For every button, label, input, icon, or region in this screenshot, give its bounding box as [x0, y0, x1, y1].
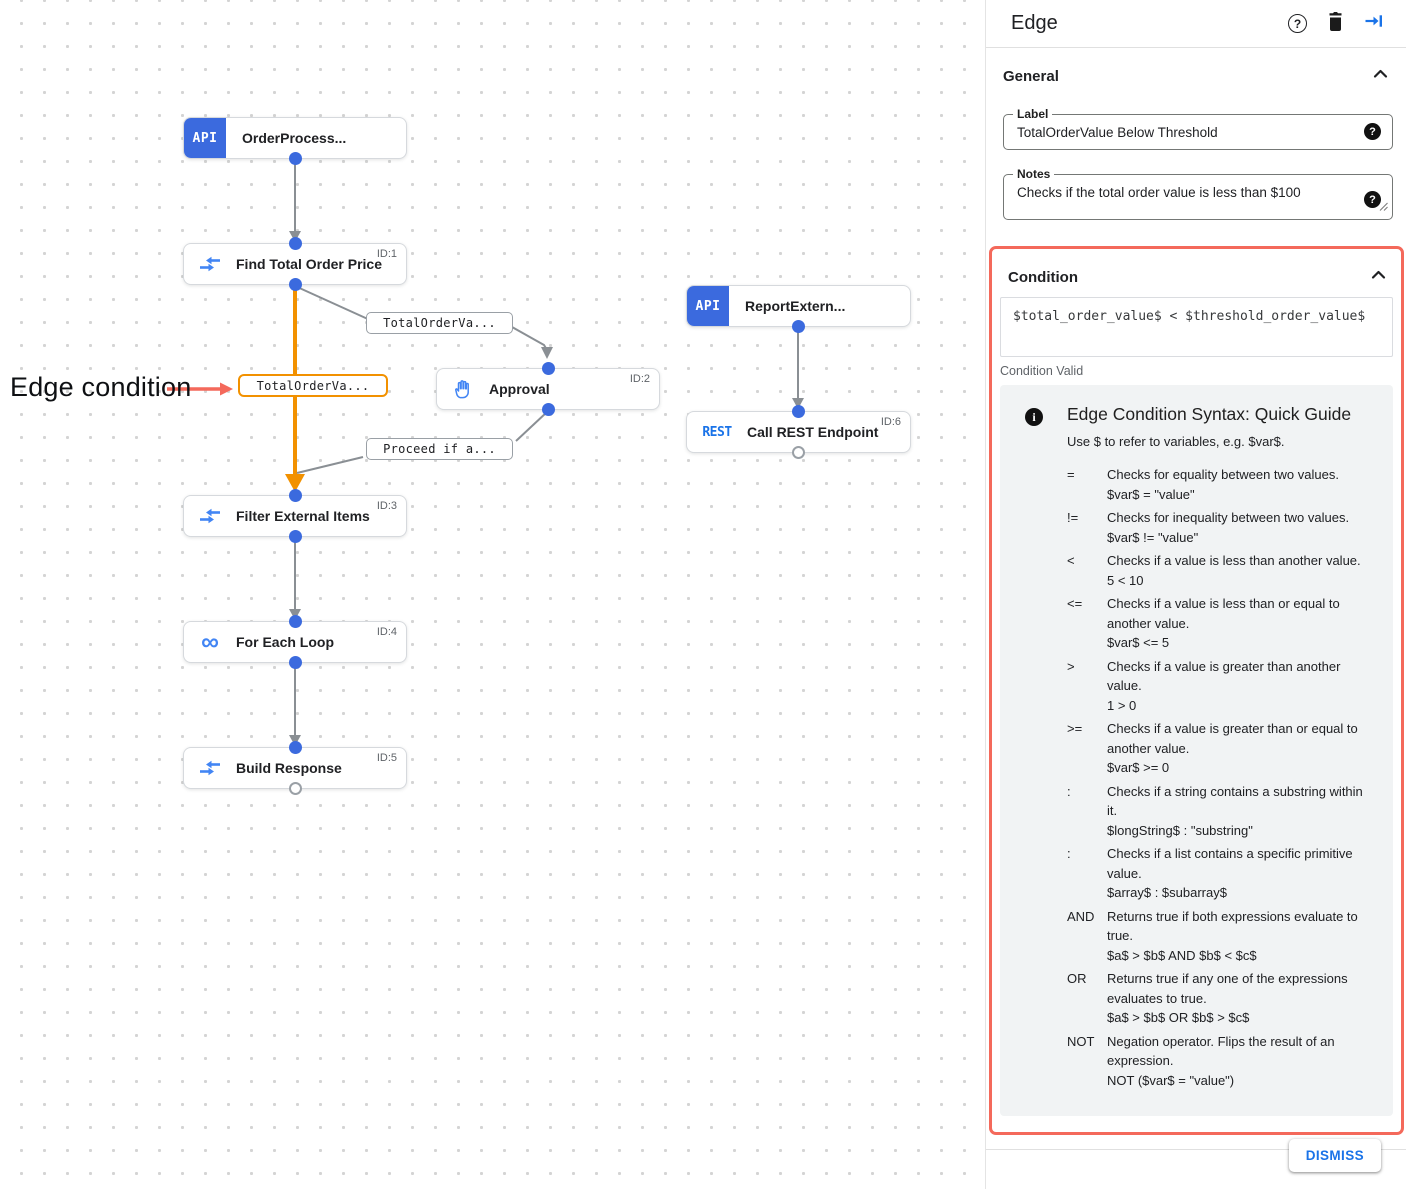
panel-header: Edge ? [986, 0, 1406, 48]
notes-help-badge-icon[interactable]: ? [1364, 191, 1381, 208]
node-report-extern[interactable]: API ReportExtern... [686, 285, 911, 333]
input-port[interactable] [541, 362, 555, 375]
selected-edge-arrowhead [285, 474, 305, 492]
guide-item-less-than: <Checks if a value is less than another … [1067, 553, 1361, 588]
loop-icon: ∞ [201, 628, 219, 656]
label-field-label: Label [1013, 107, 1053, 121]
node-title: Approval [489, 381, 550, 397]
guide-item-less-equal: <=Checks if a value is less than or equa… [1067, 596, 1340, 650]
general-section: General Label TotalOrderValue Below Thre… [986, 62, 1406, 220]
edge-config-panel: Edge ? General Label TotalOrderValue Bel… [985, 0, 1406, 1189]
node-title: Find Total Order Price [236, 256, 382, 272]
node-id: ID:2 [629, 373, 650, 385]
guide-item-contains-value: :Checks if a list contains a specific pr… [1067, 846, 1353, 900]
annotation-edge-condition: Edge condition [10, 372, 192, 402]
node-id: ID:1 [376, 248, 397, 260]
node-title: For Each Loop [236, 634, 334, 650]
node-filter-external-items[interactable]: Filter External Items ID:3 [183, 489, 407, 543]
guide-item-not-equals: !=Checks for inequality between two valu… [1067, 510, 1350, 545]
edge-label-selected[interactable]: TotalOrderVa... [238, 374, 388, 397]
api-trigger-icon: API [184, 118, 226, 158]
output-port[interactable] [288, 530, 302, 543]
data-mapping-icon [184, 256, 236, 272]
label-help-badge-icon[interactable]: ? [1364, 123, 1381, 140]
node-find-total-order-price[interactable]: Find Total Order Price ID:1 [183, 237, 407, 291]
guide-title: Edge Condition Syntax: Quick Guide [1067, 404, 1352, 424]
edge-label-from-approval[interactable]: Proceed if a... [366, 438, 513, 460]
guide-item-greater-than: >Checks if a value is greater than anoth… [1067, 658, 1341, 713]
node-call-rest-endpoint[interactable]: REST Call REST Endpoint ID:6 [686, 405, 911, 459]
data-mapping-icon [184, 760, 236, 776]
resize-handle-icon[interactable] [1379, 198, 1388, 216]
delete-icon[interactable] [1326, 11, 1345, 37]
approval-hand-icon [437, 379, 489, 399]
condition-heading: Condition [1008, 268, 1078, 286]
notes-field[interactable]: Notes Checks if the total order value is… [1003, 167, 1393, 220]
general-heading: General [1003, 67, 1059, 85]
guide-item-contains-substring: :Checks if a string contains a substring… [1067, 783, 1363, 838]
node-title: Call REST Endpoint [747, 424, 879, 440]
label-field[interactable]: Label TotalOrderValue Below Threshold ? [1003, 107, 1393, 150]
guide-item-equals: =Checks for equality between two values.… [1067, 467, 1339, 502]
workflow-canvas[interactable]: Edge condition API OrderProcess... Find … [0, 0, 985, 1189]
guide-operator-list: =Checks for equality between two values.… [1067, 465, 1375, 1090]
annotation-arrow-head [220, 382, 233, 396]
api-trigger-icon: API [687, 286, 729, 326]
condition-highlight-box: Condition $total_order_value$ < $thresho… [989, 246, 1404, 1135]
input-port[interactable] [288, 615, 302, 628]
node-title: OrderProcess... [242, 130, 347, 146]
output-port[interactable] [288, 656, 302, 669]
node-build-response[interactable]: Build Response ID:5 [183, 741, 407, 795]
dismiss-button[interactable]: DISMISS [1288, 1139, 1381, 1172]
output-port[interactable] [792, 446, 805, 459]
label-field-value[interactable]: TotalOrderValue Below Threshold [1017, 125, 1218, 140]
input-port[interactable] [288, 237, 302, 250]
syntax-guide-box: i Edge Condition Syntax: Quick Guide Use… [1000, 385, 1393, 1116]
edge-label-to-approval[interactable]: TotalOrderVa... [366, 312, 513, 334]
notes-field-value[interactable]: Checks if the total order value is less … [1017, 185, 1301, 200]
chevron-up-icon[interactable] [1370, 268, 1387, 286]
node-for-each-loop[interactable]: ∞ For Each Loop ID:4 [183, 615, 407, 669]
panel-title: Edge [1011, 12, 1058, 34]
node-title: Filter External Items [236, 508, 370, 524]
input-port[interactable] [288, 741, 302, 754]
info-icon: i [1025, 408, 1043, 426]
chevron-up-icon[interactable] [1372, 67, 1389, 85]
output-port[interactable] [288, 278, 302, 291]
panel-footer: DISMISS [986, 1139, 1406, 1195]
help-icon[interactable]: ? [1288, 14, 1307, 33]
edge-lines-layer [167, 159, 804, 746]
output-port[interactable] [541, 403, 555, 416]
output-port[interactable] [288, 782, 302, 795]
guide-item-greater-equal: >=Checks if a value is greater than or e… [1067, 721, 1358, 775]
input-port[interactable] [792, 405, 805, 418]
input-port[interactable] [288, 489, 302, 502]
collapse-panel-icon[interactable] [1364, 12, 1383, 35]
node-id: ID:5 [376, 752, 397, 764]
data-mapping-icon [184, 508, 236, 524]
notes-field-label: Notes [1013, 167, 1055, 181]
node-order-process[interactable]: API OrderProcess... [183, 117, 407, 165]
node-title: ReportExtern... [745, 298, 846, 314]
node-id: ID:4 [376, 626, 397, 638]
condition-expression-input[interactable]: $total_order_value$ < $threshold_order_v… [1000, 297, 1393, 357]
rest-task-icon: REST [702, 424, 732, 440]
output-port[interactable] [792, 320, 805, 333]
node-approval[interactable]: Approval ID:2 [436, 362, 660, 416]
node-id: ID:3 [376, 500, 397, 512]
condition-valid-status: Condition Valid [1000, 364, 1084, 378]
guide-subtitle: Use $ to refer to variables, e.g. $var$. [1067, 434, 1285, 449]
node-id: ID:6 [880, 416, 901, 428]
output-port[interactable] [288, 152, 302, 165]
node-title: Build Response [236, 760, 342, 776]
